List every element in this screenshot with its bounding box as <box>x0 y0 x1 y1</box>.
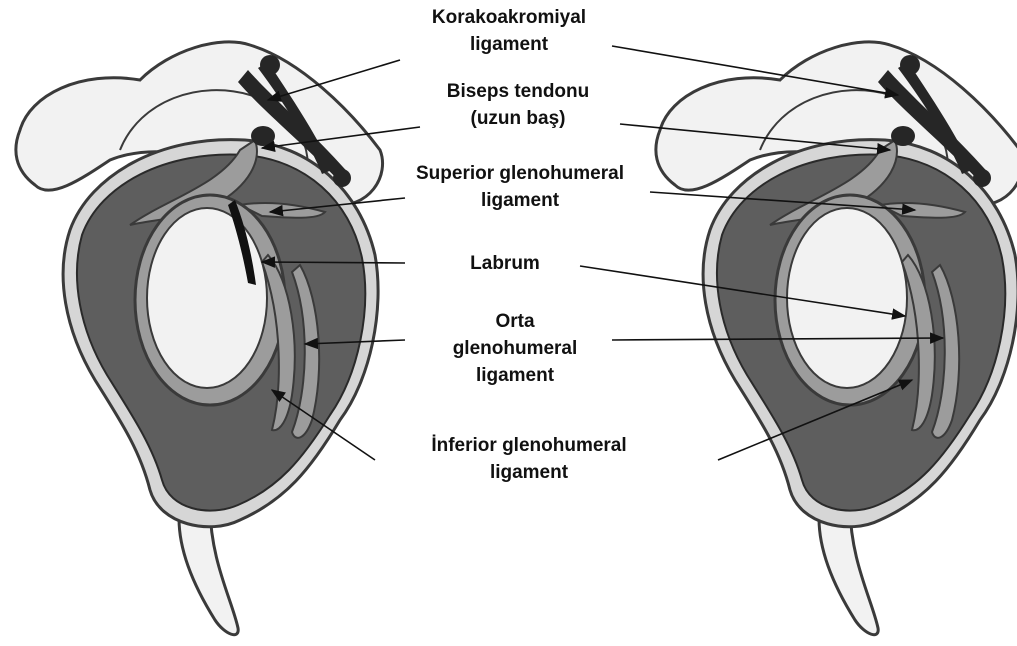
label-line: Labrum <box>440 250 570 277</box>
label-superior-glenohumeral-ligament: Superior glenohumeral ligament <box>402 160 638 214</box>
leader-labrum-left <box>262 262 405 263</box>
label-orta-glenohumeral-ligament: Orta glenohumeral ligament <box>440 308 590 389</box>
label-line: glenohumeral <box>440 335 590 362</box>
label-line: ligament <box>417 31 601 58</box>
label-line: Superior glenohumeral <box>402 160 638 187</box>
label-labrum: Labrum <box>440 250 570 277</box>
label-line: ligament <box>398 459 660 486</box>
left-shoulder-illustration <box>16 42 383 635</box>
label-line: ligament <box>440 362 590 389</box>
label-biseps-tendonu: Biseps tendonu (uzun baş) <box>428 78 608 132</box>
label-line: Orta <box>440 308 590 335</box>
label-line: Korakoakromiyal <box>417 4 601 31</box>
label-korakoakromiyal-ligament: Korakoakromiyal ligament <box>417 4 601 58</box>
label-line: Biseps tendonu <box>428 78 608 105</box>
label-line: İnferior glenohumeral <box>398 432 660 459</box>
label-line: (uzun baş) <box>428 105 608 132</box>
label-inferior-glenohumeral-ligament: İnferior glenohumeral ligament <box>398 432 660 486</box>
label-line: ligament <box>402 187 638 214</box>
